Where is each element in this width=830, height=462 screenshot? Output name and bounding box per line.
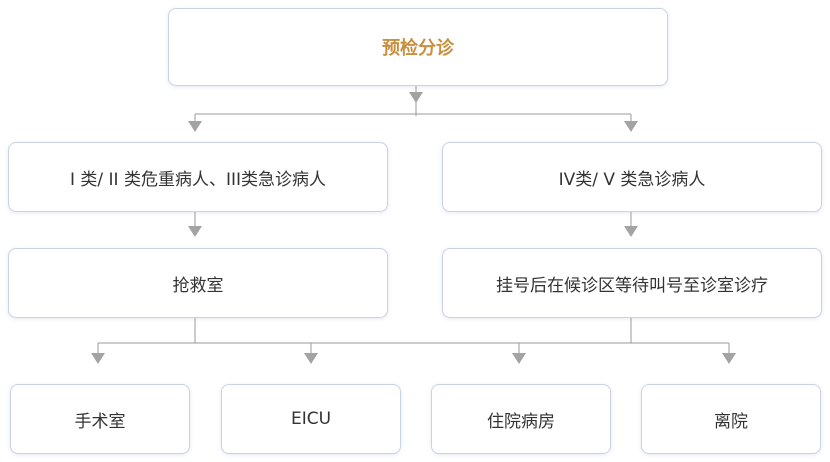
node-triage: 预检分诊: [168, 8, 668, 86]
arrow-queue-clinic: [624, 226, 638, 237]
node-queue-clinic: 挂号后在候诊区等待叫号至诊室诊疗: [442, 248, 822, 318]
arrow-operating-room: [91, 353, 105, 364]
node-level-4-5-patients: IV类/ V 类急诊病人: [442, 142, 822, 212]
arrow-left-branch: [188, 121, 202, 132]
node-rescue-room: 抢救室: [8, 248, 388, 318]
node-inpatient-ward: 住院病房: [431, 384, 611, 454]
node-level-1-3-patients: I 类/ II 类危重病人、III类急诊病人: [8, 142, 388, 212]
arrow-eicu: [304, 353, 318, 364]
arrow-root-split: [409, 92, 423, 103]
arrow-inpatient-ward: [512, 353, 526, 364]
arrow-discharge: [722, 353, 736, 364]
arrow-rescue-room: [188, 226, 202, 237]
node-operating-room: 手术室: [10, 384, 190, 454]
node-discharge: 离院: [641, 384, 821, 454]
node-eicu: EICU: [221, 384, 401, 454]
arrow-right-branch: [624, 121, 638, 132]
